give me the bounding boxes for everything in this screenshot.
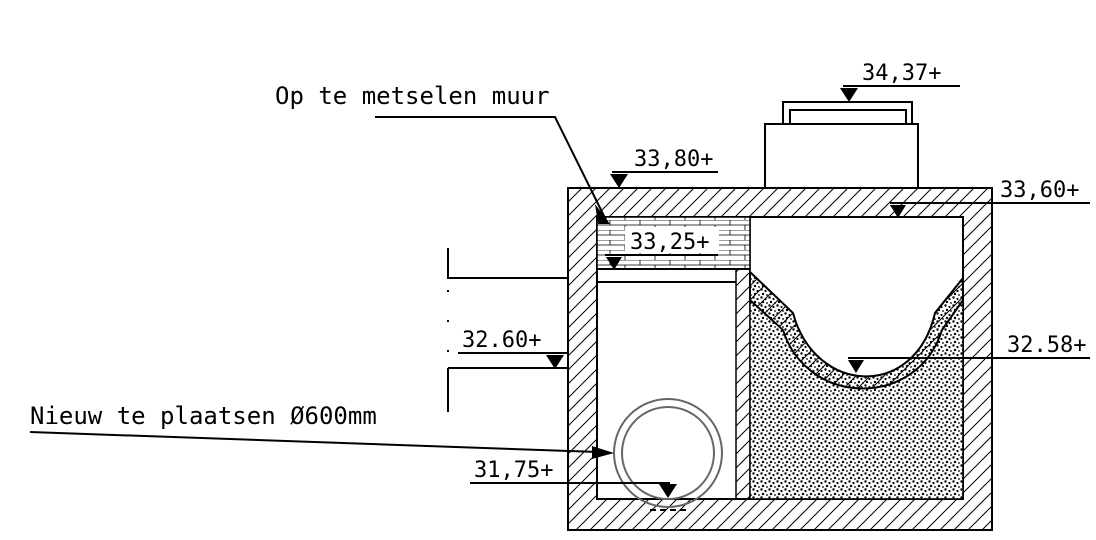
pipe-note-leader bbox=[29, 431, 599, 453]
level-structure-top: 33,80+ bbox=[610, 147, 718, 188]
level-label-mask bbox=[625, 227, 719, 253]
level-cover-top-text: 34,37+ bbox=[862, 61, 941, 86]
level-existing-pipe: 32.60+ bbox=[458, 328, 568, 369]
channel-lining bbox=[749, 269, 964, 390]
wall-note-arrow bbox=[595, 204, 610, 224]
cover-lid bbox=[782, 101, 913, 124]
level-new-pipe-invert-text: 31,75+ bbox=[474, 458, 553, 483]
level-chamber-soffit: 33,60+ bbox=[890, 178, 1090, 218]
pipe-note-arrow bbox=[592, 446, 614, 459]
level-masonry-base: 33,25+ bbox=[605, 230, 718, 270]
level-channel-invert-text: 32.58+ bbox=[1007, 333, 1086, 358]
level-masonry-base-text: 33,25+ bbox=[630, 230, 709, 255]
cover-frame bbox=[764, 123, 919, 189]
level-existing-pipe-text: 32.60+ bbox=[462, 328, 541, 353]
existing-pipe-bottom bbox=[447, 367, 568, 412]
wall-note-text: Op te metselen muur bbox=[275, 82, 550, 110]
level-new-pipe-invert: 31,75+ bbox=[470, 458, 677, 498]
new-pipe-inner bbox=[621, 406, 715, 500]
level-channel-invert: 32.58+ bbox=[848, 333, 1090, 373]
wall-note-leader bbox=[375, 116, 608, 223]
existing-pipe-top bbox=[447, 248, 568, 279]
level-cover-top: 34,37+ bbox=[840, 61, 960, 102]
pipe-note-text: Nieuw te plaatsen Ø600mm bbox=[30, 402, 377, 430]
level-structure-top-text: 33,80+ bbox=[634, 147, 713, 172]
level-chamber-soffit-text: 33,60+ bbox=[1000, 178, 1079, 203]
